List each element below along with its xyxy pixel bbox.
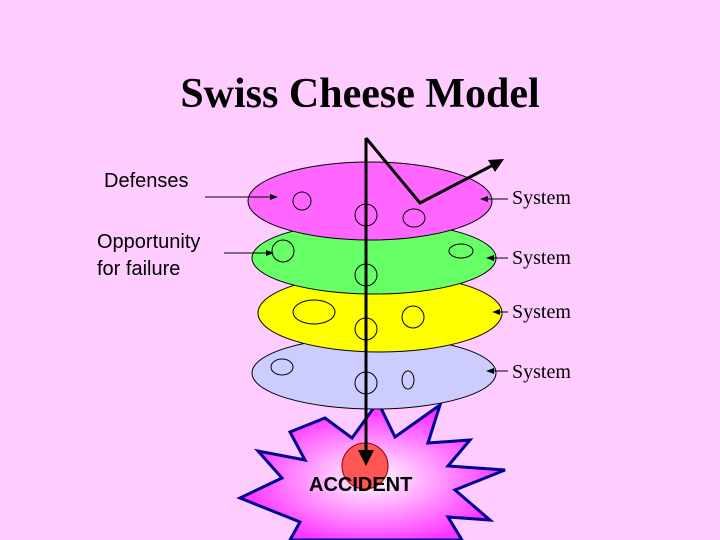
hole: [401, 370, 415, 390]
layer-1: [247, 161, 493, 241]
page-title: Swiss Cheese Model: [180, 71, 540, 117]
hole: [402, 208, 426, 228]
hole: [292, 299, 336, 325]
system-label-1: System: [512, 187, 571, 209]
deflected-trajectory-line: [364, 137, 498, 205]
hazard-arrowhead-down: [358, 450, 374, 466]
system-label-3: System: [512, 301, 571, 323]
layer-3: [257, 273, 503, 353]
hole: [271, 239, 295, 263]
deflected-arrowhead: [488, 159, 504, 172]
hole: [401, 305, 425, 329]
opportunity-label-line-2: for failure: [97, 258, 181, 280]
hole: [448, 243, 474, 259]
system-label-4: System: [512, 361, 571, 383]
defenses-label: Defenses: [104, 170, 189, 192]
accident-label: ACCIDENT: [309, 474, 413, 496]
opportunity-label: Opportunity for failure: [97, 229, 200, 283]
hole: [270, 358, 294, 376]
system-label-2: System: [512, 247, 571, 269]
hole: [292, 191, 312, 211]
opportunity-label-line-1: Opportunity: [97, 231, 201, 253]
